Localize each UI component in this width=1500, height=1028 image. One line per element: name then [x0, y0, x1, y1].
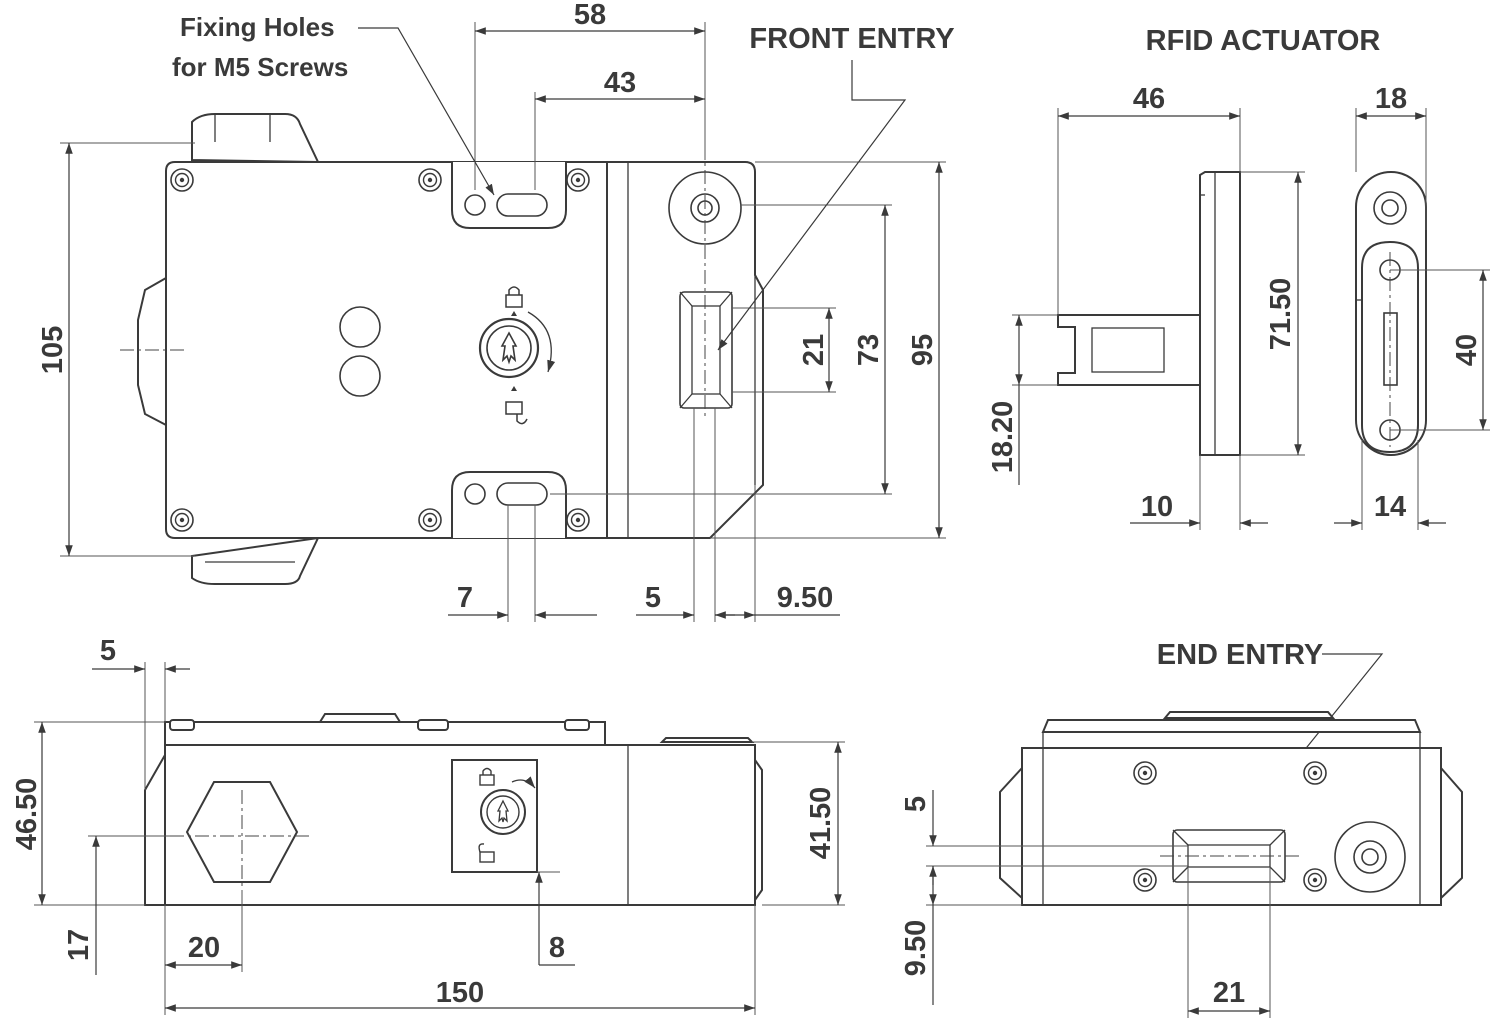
- dim-5-end: 5: [900, 796, 932, 812]
- actuator-front-dimensions: 18 40 14: [1334, 83, 1490, 530]
- dim-21-front: 21: [798, 334, 830, 366]
- end-view: [999, 711, 1463, 906]
- actuator-side-view: [1057, 171, 1241, 456]
- front-entry-slot: [679, 291, 733, 409]
- dim-7: 7: [457, 582, 473, 614]
- dim-10: 10: [1141, 491, 1173, 523]
- padlock-open-icon: [505, 386, 528, 425]
- dim-21-end: 21: [1213, 977, 1245, 1009]
- body-main: [165, 161, 608, 539]
- dim-73: 73: [853, 334, 885, 366]
- dim-43: 43: [604, 67, 636, 99]
- fixing-holes-label-line1: Fixing Holes: [180, 12, 335, 42]
- bottom-cap: [191, 536, 320, 585]
- top-dimensions: 5 46.50 41.50 17 20 8 150: [11, 635, 845, 1015]
- callouts: Fixing Holes for M5 Screws FRONT ENTRY R…: [172, 12, 1384, 846]
- fixing-hole-bottom: [464, 482, 548, 506]
- actuator-front-view: [1355, 171, 1427, 456]
- padlock-closed-icon-top: [479, 767, 495, 786]
- end-dimensions: 5 9.50 21: [900, 790, 1271, 1018]
- left-boss: [137, 276, 167, 427]
- padlock-open-icon-top: [478, 843, 495, 863]
- dim-8: 8: [549, 932, 565, 964]
- dim-18-20: 18.20: [987, 401, 1019, 474]
- padlock-closed-icon: [505, 286, 523, 316]
- front-dimensions: 58 43 105 21 73 95 7: [37, 0, 946, 622]
- rfid-actuator-label: RFID ACTUATOR: [1146, 25, 1381, 57]
- dim-18: 18: [1375, 83, 1407, 115]
- fixing-hole-top: [464, 193, 548, 217]
- dim-95: 95: [907, 334, 939, 366]
- dim-20: 20: [188, 932, 220, 964]
- dim-105: 105: [37, 326, 69, 374]
- dim-40: 40: [1451, 334, 1483, 366]
- front-view: [120, 113, 764, 585]
- dim-9-50-end: 9.50: [900, 920, 932, 976]
- key-dial-icon: [478, 317, 540, 379]
- dim-14: 14: [1374, 491, 1406, 523]
- front-entry-label: FRONT ENTRY: [749, 23, 954, 55]
- dim-9-50-front: 9.50: [777, 582, 833, 614]
- dim-150: 150: [436, 977, 484, 1009]
- top-view: [144, 713, 763, 906]
- dim-5-front: 5: [645, 582, 661, 614]
- end-entry-label: END ENTRY: [1157, 639, 1324, 671]
- dim-71-50: 71.50: [1265, 278, 1297, 351]
- led-1: [339, 306, 381, 348]
- hex-nut: [185, 781, 299, 883]
- key-dial-icon-top: [480, 789, 526, 835]
- dim-58: 58: [574, 0, 606, 31]
- led-2: [339, 355, 381, 397]
- dim-5-side: 5: [100, 635, 116, 667]
- dim-17: 17: [63, 929, 95, 961]
- actuator-side-dimensions: 46 71.50 18.20 10: [987, 83, 1305, 530]
- dim-46-50: 46.50: [11, 778, 43, 851]
- rotate-arrow-icon: [527, 311, 556, 373]
- top-cap: [191, 113, 320, 164]
- fixing-holes-label-line2: for M5 Screws: [172, 52, 348, 82]
- dim-41-50: 41.50: [805, 787, 837, 860]
- dim-46: 46: [1133, 83, 1165, 115]
